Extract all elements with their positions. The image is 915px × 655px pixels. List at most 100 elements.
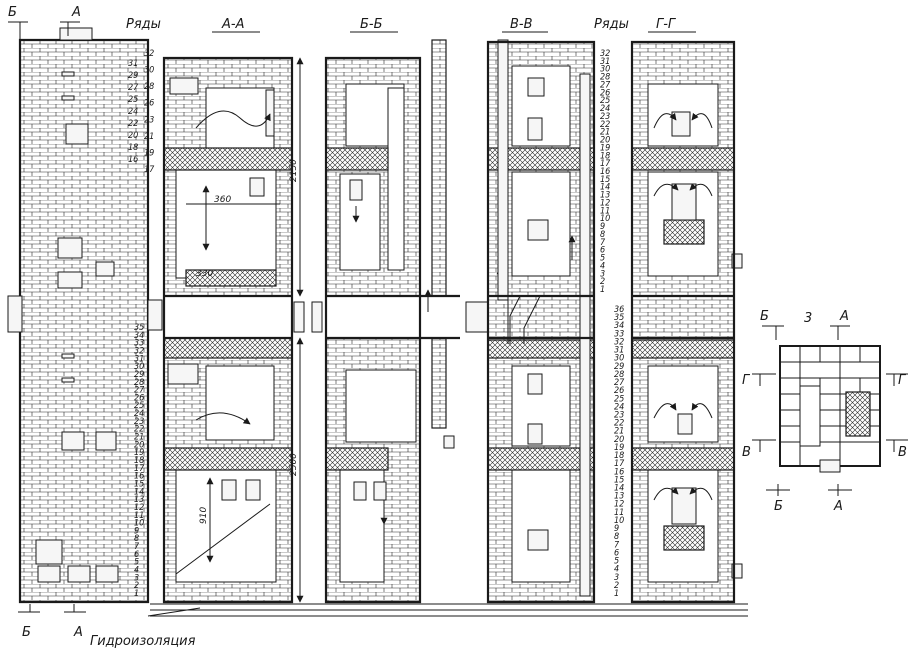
section-aa-title: А-А <box>221 17 244 32</box>
row-number: 11 <box>134 511 144 521</box>
row-number: 5 <box>614 557 619 567</box>
row-number: 23 <box>614 411 624 421</box>
row-number: 7 <box>614 540 620 550</box>
svg-text:Б: Б <box>22 625 31 640</box>
section-gg <box>630 40 743 604</box>
svg-text:А: А <box>73 625 83 640</box>
row-number: 25 <box>134 401 144 411</box>
row-number: 31 <box>134 354 144 364</box>
svg-text:В: В <box>742 445 751 460</box>
row-number: 12 <box>600 199 610 209</box>
marker-a-bottom: А <box>64 604 86 640</box>
row-number: 15 <box>600 175 610 185</box>
row-number: 32 <box>614 338 624 348</box>
row-number: 18 <box>128 143 138 153</box>
row-number: 8 <box>134 534 139 544</box>
row-number: 26 <box>614 386 624 396</box>
row-number: 24 <box>134 409 144 419</box>
row-number: 26 <box>144 99 154 109</box>
rows-heading-right: Ряды <box>594 17 629 32</box>
row-number: 23 <box>134 417 144 427</box>
row-number: 1 <box>134 589 139 599</box>
row-number: 5 <box>134 558 139 568</box>
row-number: 25 <box>614 394 624 404</box>
row-number: 2 <box>134 581 139 591</box>
row-number: 14 <box>614 484 624 494</box>
row-number: 10 <box>134 519 144 529</box>
svg-text:Б: Б <box>8 5 17 20</box>
row-number: 30 <box>134 362 144 372</box>
row-number: 12 <box>614 500 624 510</box>
svg-text:Г: Г <box>742 373 751 388</box>
plan-number: 3 <box>804 311 812 326</box>
row-number: 4 <box>134 566 139 576</box>
row-number: 21 <box>134 433 144 443</box>
row-number: 11 <box>600 206 610 216</box>
row-number: 8 <box>600 230 605 240</box>
row-number: 28 <box>144 82 154 92</box>
svg-text:Г: Г <box>898 373 907 388</box>
section-gg-title: Г-Г <box>656 17 677 32</box>
dimension-upper-height: 2150 <box>289 57 304 297</box>
row-number: 8 <box>614 532 619 542</box>
row-number: 19 <box>134 448 144 458</box>
dimension-lower-firebox: 910 <box>199 507 209 524</box>
row-number: 11 <box>614 508 624 518</box>
floor-cut-right <box>311 301 323 333</box>
row-number: 21 <box>600 128 610 138</box>
row-number: 12 <box>134 503 144 513</box>
row-number: 17 <box>144 165 155 175</box>
row-number: 35 <box>614 313 624 323</box>
row-number: 22 <box>600 120 610 130</box>
row-number: 28 <box>614 370 624 380</box>
row-number: 24 <box>614 402 624 412</box>
foundation-lines <box>150 603 748 617</box>
section-bb-title: Б-Б <box>360 17 383 32</box>
waterproofing-leader <box>147 607 201 617</box>
row-number: 23 <box>144 115 154 125</box>
row-number: 29 <box>134 370 144 380</box>
row-number: 10 <box>614 516 624 526</box>
row-number: 27 <box>614 378 625 388</box>
row-number: 20 <box>600 136 610 146</box>
row-number: 9 <box>600 222 605 232</box>
row-number: 3 <box>134 573 139 583</box>
row-number: 16 <box>600 167 610 177</box>
row-number: 2 <box>600 277 605 287</box>
row-number: 22 <box>614 419 624 429</box>
front-elevation <box>7 27 163 604</box>
row-number: 24 <box>128 107 138 117</box>
plan-marker-a-top: А <box>830 309 850 340</box>
dimension-upper-firebox: 360 <box>214 195 231 205</box>
row-number: 22 <box>134 425 144 435</box>
row-number: 36 <box>614 305 624 315</box>
dimension-lower-height: 2500 <box>289 337 304 603</box>
row-number: 21 <box>144 132 154 142</box>
marker-b-bottom: Б <box>18 604 40 640</box>
section-vv <box>465 39 596 604</box>
row-number: 2 <box>614 581 619 591</box>
marker-a-top: А <box>60 5 81 36</box>
rows-right-column: 3231302827262524232221201918171615141312… <box>600 49 625 599</box>
row-number: 33 <box>134 339 144 349</box>
plan-marker-v-left: В <box>742 439 776 460</box>
plan-view <box>779 345 881 473</box>
row-number: 25 <box>600 96 610 106</box>
row-number: 9 <box>614 524 619 534</box>
svg-text:В: В <box>898 445 907 460</box>
row-number: 18 <box>600 151 610 161</box>
row-number: 9 <box>134 526 139 536</box>
row-number: 13 <box>600 191 610 201</box>
row-number: 22 <box>128 119 138 129</box>
row-number: 13 <box>614 492 624 502</box>
row-number: 26 <box>134 393 144 403</box>
row-number: 3 <box>600 269 605 279</box>
row-number: 1 <box>614 589 619 599</box>
row-number: 26 <box>600 88 610 98</box>
plan-marker-g-right: Г <box>886 373 908 388</box>
row-number: 19 <box>600 143 610 153</box>
section-aa <box>162 56 294 604</box>
row-number: 20 <box>134 440 144 450</box>
row-number: 18 <box>134 456 144 466</box>
